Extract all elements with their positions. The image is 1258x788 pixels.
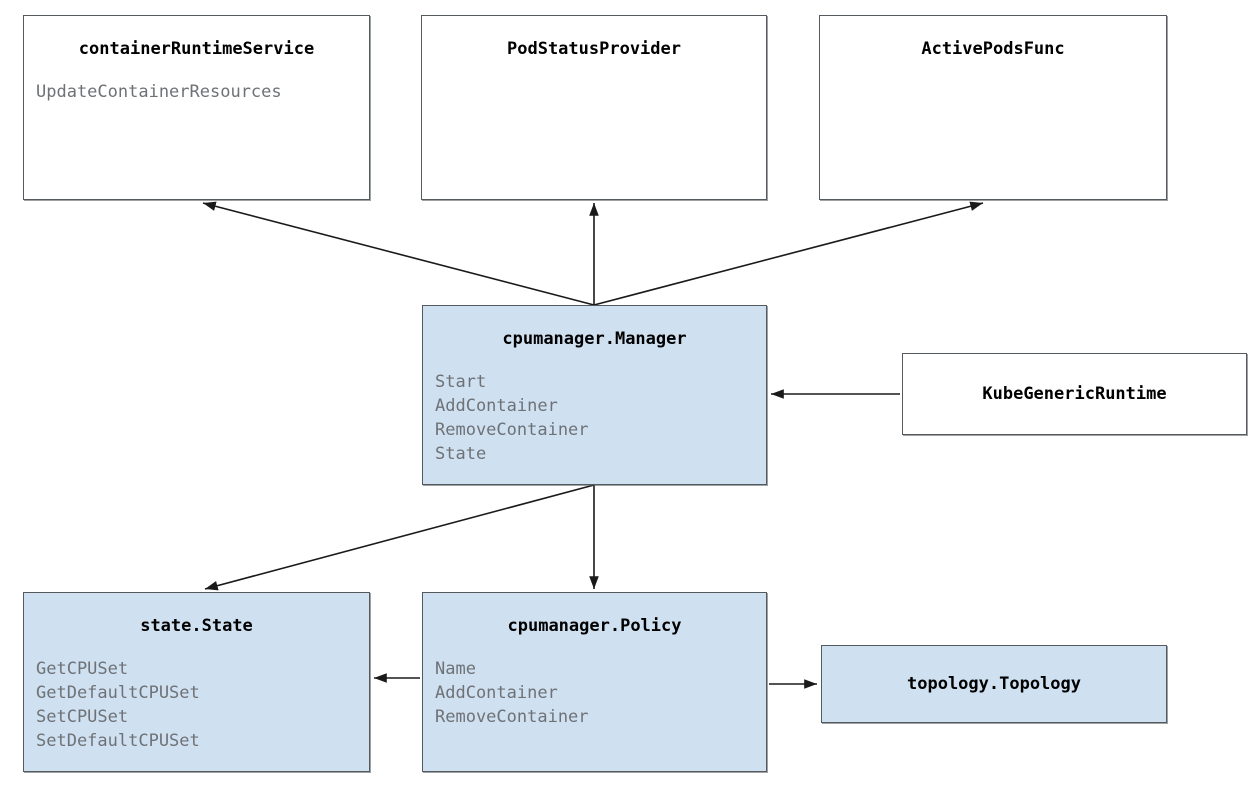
edge-manager-to-active-pods-func <box>593 201 984 306</box>
node-state-state[interactable]: state.State GetCPUSet GetDefaultCPUSet S… <box>23 592 370 772</box>
node-container-runtime-service[interactable]: containerRuntimeService UpdateContainerR… <box>23 15 370 200</box>
node-member-list: UpdateContainerResources <box>36 80 363 104</box>
node-cpumanager-policy[interactable]: cpumanager.Policy Name AddContainer Remo… <box>422 592 767 772</box>
node-member-list: Name AddContainer RemoveContainer <box>435 657 760 729</box>
edge-manager-to-state-state <box>204 484 595 591</box>
member-item: RemoveContainer <box>435 420 589 440</box>
node-title: cpumanager.Manager <box>502 329 687 349</box>
member-item: GetCPUSet <box>36 659 129 679</box>
node-title: cpumanager.Policy <box>507 616 682 636</box>
node-kube-generic-runtime[interactable]: KubeGenericRuntime <box>902 353 1247 435</box>
member-item: SetCPUSet <box>36 707 129 727</box>
node-title: PodStatusProvider <box>507 39 681 59</box>
node-member-list: GetCPUSet GetDefaultCPUSet SetCPUSet Set… <box>36 657 363 753</box>
node-title: containerRuntimeService <box>78 39 315 59</box>
member-item: SetDefaultCPUSet <box>36 731 200 751</box>
member-item: AddContainer <box>435 396 558 416</box>
node-pod-status-provider[interactable]: PodStatusProvider <box>421 15 767 200</box>
member-item: UpdateContainerResources <box>36 82 282 102</box>
edge-manager-to-container-runtime-service <box>202 201 595 306</box>
member-item: Name <box>435 659 476 679</box>
node-title: KubeGenericRuntime <box>982 384 1167 404</box>
node-active-pods-func[interactable]: ActivePodsFunc <box>819 15 1167 200</box>
node-member-list: Start AddContainer RemoveContainer State <box>435 370 760 466</box>
node-cpumanager-manager[interactable]: cpumanager.Manager Start AddContainer Re… <box>422 305 767 485</box>
node-title: state.State <box>140 616 253 636</box>
node-title: ActivePodsFunc <box>921 39 1065 59</box>
member-item: GetDefaultCPUSet <box>36 683 200 703</box>
member-item: State <box>435 444 487 464</box>
node-topology-topology[interactable]: topology.Topology <box>821 645 1167 723</box>
member-item: AddContainer <box>435 683 558 703</box>
member-item: Start <box>435 372 487 392</box>
node-title: topology.Topology <box>907 674 1081 694</box>
member-item: RemoveContainer <box>435 707 589 727</box>
